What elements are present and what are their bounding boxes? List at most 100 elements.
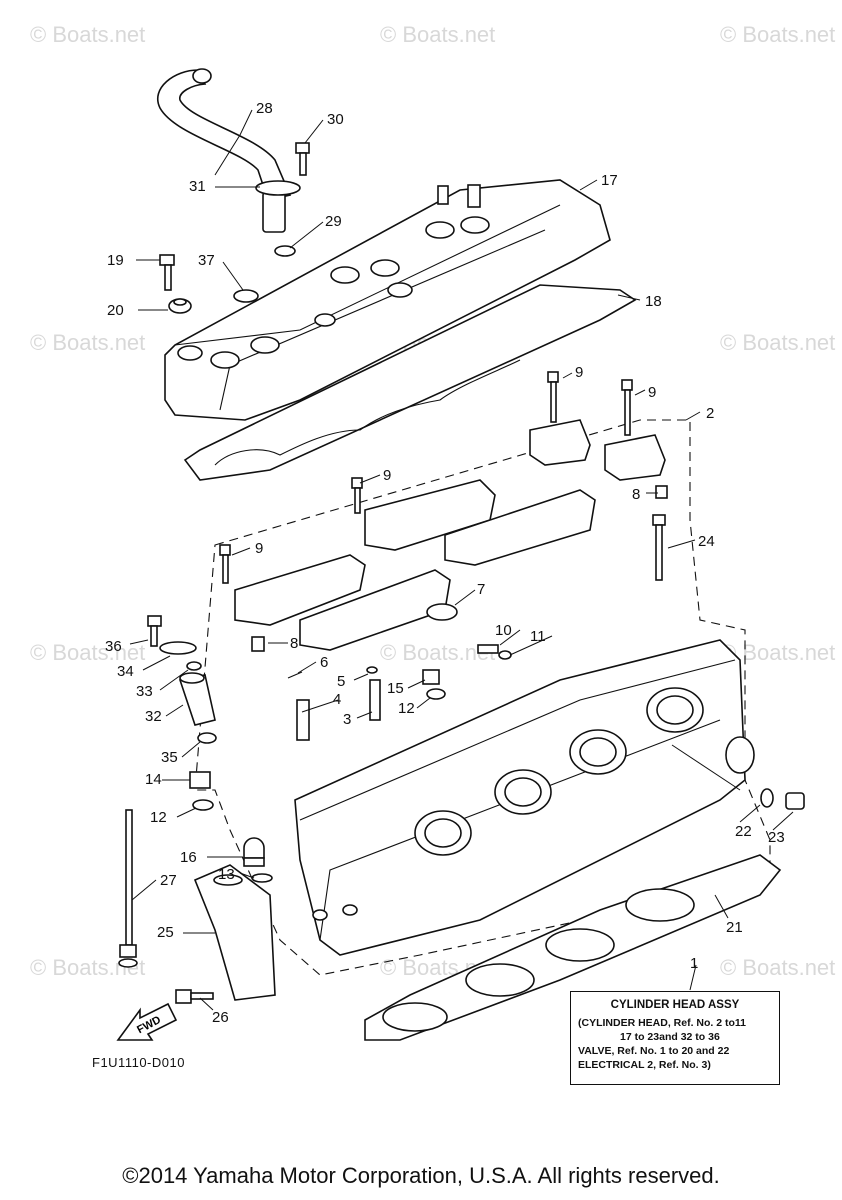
breather-hose (157, 68, 301, 233)
callout-14: 14 (145, 771, 162, 788)
bracket-slot (213, 874, 243, 886)
washer (251, 873, 273, 883)
head-gasket (364, 854, 782, 1041)
o-ring (197, 732, 217, 744)
callout-21: 21 (726, 919, 743, 936)
pipe (296, 699, 310, 741)
grommet-hole (173, 298, 187, 306)
camshaft-cap (604, 379, 666, 481)
callout-5: 5 (337, 673, 345, 690)
callout-18: 18 (645, 293, 662, 310)
assembly-line: (CYLINDER HEAD, Ref. No. 2 to11 (578, 1017, 747, 1029)
callout-28: 28 (256, 100, 273, 117)
bolt-26 (175, 989, 214, 1004)
callout-24: 24 (698, 533, 715, 550)
bolt-30 (295, 142, 310, 176)
callout-3: 3 (343, 711, 351, 728)
callout-20: 20 (107, 302, 124, 319)
dowel-pin (655, 485, 668, 499)
watermark-text: © Boats.net (30, 330, 145, 355)
assembly-line: ELECTRICAL 2, Ref. No. 3) (578, 1059, 711, 1071)
callout-23: 23 (768, 829, 785, 846)
assembly-note-box: CYLINDER HEAD ASSY (CYLINDER HEAD, Ref. … (570, 991, 780, 1085)
watermark-text: © Boats.net (30, 22, 145, 47)
watermark-text: © Boats.net (380, 22, 495, 47)
watermark-text: © Boats.net (380, 640, 495, 665)
callout-27: 27 (160, 872, 177, 889)
bolt-36 (147, 615, 162, 647)
callout-35: 35 (161, 749, 178, 766)
washer (426, 688, 446, 700)
callout-36: 36 (105, 638, 122, 655)
o-ring (274, 245, 296, 257)
callout-9: 9 (575, 364, 583, 381)
callout-16: 16 (180, 849, 197, 866)
bolt-19 (159, 254, 175, 291)
callout-34: 34 (117, 663, 134, 680)
cylinder-head-cover (164, 179, 611, 421)
callout-13: 13 (218, 866, 235, 883)
forward-arrow-icon: FWD (116, 1002, 178, 1041)
assembly-line: VALVE, Ref. No. 1 to 20 and 22 (578, 1045, 730, 1057)
pin (287, 671, 303, 679)
figure-code: F1U1110-D010 (92, 1055, 185, 1070)
callout-31: 31 (189, 178, 206, 195)
callout-9: 9 (383, 467, 391, 484)
callout-22: 22 (735, 823, 752, 840)
assembly-outline-dashed (194, 419, 771, 976)
callout-9: 9 (648, 384, 656, 401)
leader-lines (129, 109, 794, 1011)
callout-8: 8 (632, 486, 640, 503)
callout-29: 29 (325, 213, 342, 230)
copyright-notice: ©2014 Yamaha Motor Corporation, U.S.A. A… (122, 1163, 720, 1188)
callout-7: 7 (477, 581, 485, 598)
thermostat-cover (178, 672, 216, 726)
callout-17: 17 (601, 172, 618, 189)
callout-32: 32 (145, 708, 162, 725)
washer (498, 650, 512, 660)
callout-4: 4 (333, 691, 341, 708)
nut (189, 771, 211, 789)
callout-8: 8 (290, 635, 298, 652)
callout-2: 2 (706, 405, 714, 422)
callout-labels: 1 2 3 4 5 6 7 8 8 9 9 9 9 10 11 12 12 13… (105, 100, 785, 1026)
drain-plug (785, 792, 805, 810)
gasket-washer (760, 788, 774, 808)
bracket-plate (159, 641, 197, 655)
assembly-title: CYLINDER HEAD ASSY (610, 999, 740, 1011)
cover-gasket (183, 284, 637, 481)
callout-10: 10 (495, 622, 512, 639)
cylinder-head (294, 639, 755, 956)
camshaft-cap (219, 544, 366, 626)
callout-11: 11 (530, 628, 546, 645)
callout-30: 30 (327, 111, 344, 128)
o-ring (366, 666, 378, 674)
watermark-text: © Boats.net (720, 330, 835, 355)
camshaft-cap (529, 371, 591, 466)
watermark-text: © Boats.net (720, 22, 835, 47)
plug (426, 603, 458, 621)
assembly-lines: (CYLINDER HEAD, Ref. No. 2 to11 17 to 23… (571, 1016, 779, 1072)
bolt-24 (652, 514, 666, 581)
camshaft-cap (444, 489, 596, 566)
washer (192, 799, 214, 811)
callout-19: 19 (107, 252, 124, 269)
callout-1: 1 (690, 955, 698, 972)
watermark-text: © Boats.net (30, 640, 145, 665)
watermark-text: © Boats.net (720, 955, 835, 980)
callout-12: 12 (150, 809, 167, 826)
callout-6: 6 (320, 654, 328, 671)
stud-bolt (118, 809, 138, 968)
callout-37: 37 (198, 252, 215, 269)
hanger-bracket (193, 864, 276, 1001)
callout-25: 25 (157, 924, 174, 941)
dowel-pin (251, 636, 265, 652)
callout-15: 15 (387, 680, 404, 697)
seal (233, 289, 259, 303)
callout-26: 26 (212, 1009, 229, 1026)
sensor-sleeve (369, 679, 381, 721)
camshaft-cap (351, 477, 496, 551)
bolt-10 (477, 644, 499, 654)
assembly-line: 17 to 23and 32 to 36 (620, 1031, 720, 1043)
